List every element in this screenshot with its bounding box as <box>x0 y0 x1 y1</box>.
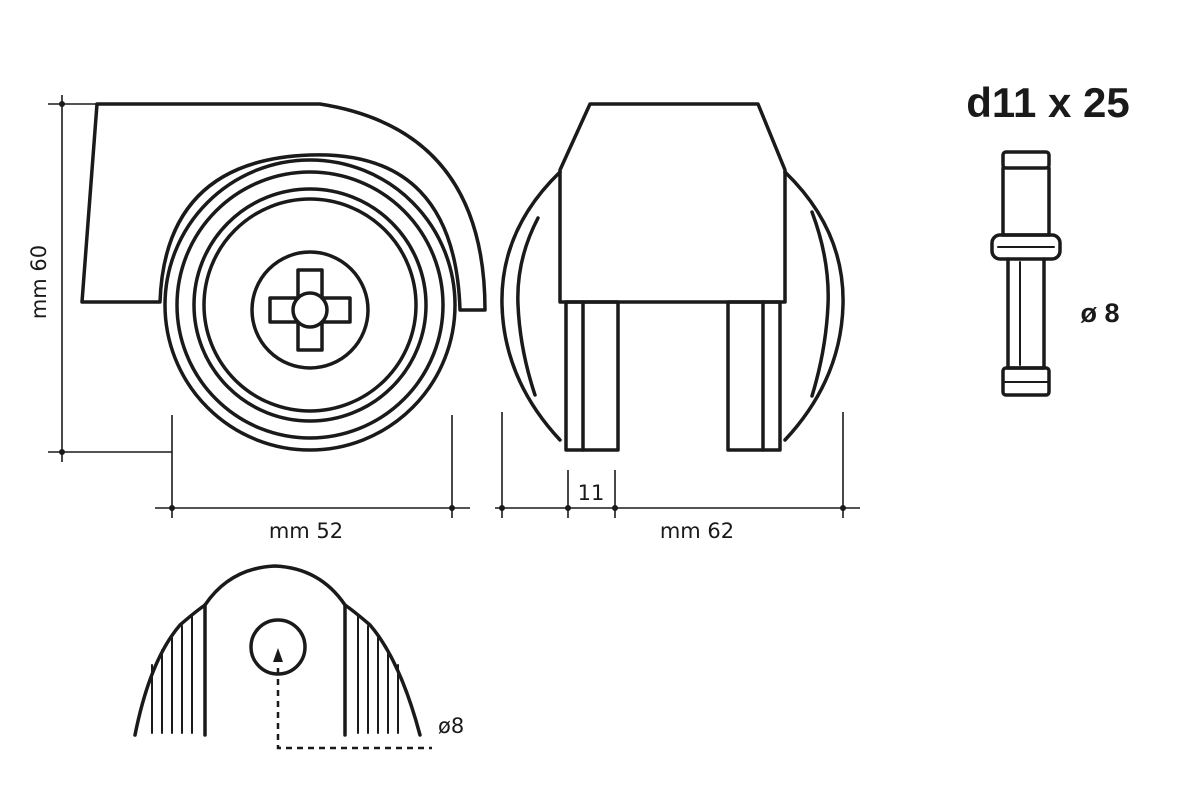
pin-stem: d11 x 25 ø 8 <box>966 79 1130 397</box>
wheel-fender <box>80 102 487 312</box>
pin-hole <box>249 618 307 676</box>
hole-leader-line <box>276 668 432 750</box>
pin-diameter-label: ø 8 <box>1080 298 1119 328</box>
wheel-side-left-inner <box>516 216 540 397</box>
wheel-ring-3 <box>192 187 428 423</box>
width-dimension: mm 52 <box>155 415 470 543</box>
wheel-side-right-inner <box>810 210 830 398</box>
depth-dimension-label: mm 62 <box>660 519 734 543</box>
wheel-ring-2 <box>175 170 445 440</box>
cross-screw-icon <box>268 268 352 352</box>
arrow-up-icon <box>273 648 283 662</box>
top-view: ø8 <box>133 564 464 750</box>
height-dimension: mm 60 <box>27 95 172 462</box>
fork-leg-left <box>564 300 620 452</box>
depth-dimension: 11 mm 62 <box>495 412 860 543</box>
wheel-side-left <box>500 170 562 442</box>
axle-circle <box>291 291 329 329</box>
caster-housing <box>558 102 787 304</box>
hole-diameter-label: ø8 <box>438 714 464 738</box>
front-view <box>500 102 845 452</box>
fork-leg-right <box>726 300 782 452</box>
wheel-ring-4 <box>202 197 418 413</box>
wheel-outer-ring <box>163 158 457 452</box>
wheel-side-right <box>783 170 845 442</box>
wheel-hub <box>250 250 370 370</box>
side-view <box>80 102 487 452</box>
height-dimension-label: mm 60 <box>27 245 51 319</box>
top-view-outline <box>133 564 422 737</box>
pin-size-label: d11 x 25 <box>966 79 1129 126</box>
width-dimension-label: mm 52 <box>269 519 343 543</box>
slot-dimension-label: 11 <box>578 481 605 505</box>
